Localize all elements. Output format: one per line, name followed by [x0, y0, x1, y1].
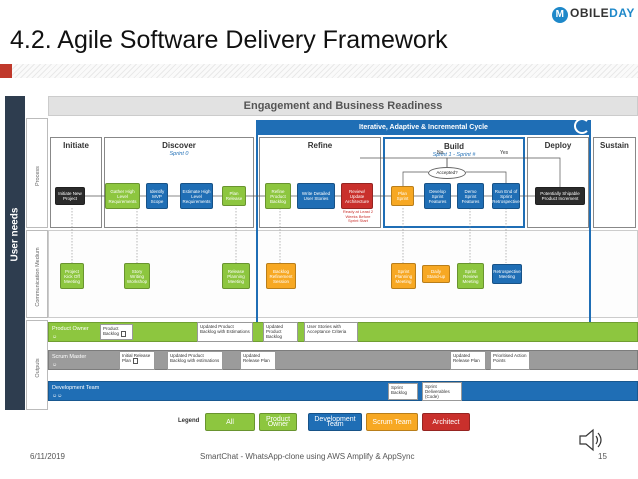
output-text: Sprint Backlog [391, 385, 408, 395]
user-needs-bar: User needs [5, 96, 25, 410]
output-text: Updated Release Plan [453, 353, 480, 363]
kickoff-meeting-box: Project Kick Off Meeting [60, 263, 84, 289]
plan-release-box: Plan Release [222, 186, 246, 206]
output-text: Prioritised Action Points [493, 353, 527, 363]
phase-discover-title: Discover [162, 141, 196, 150]
output-text: Updated Release Plan [243, 353, 270, 363]
write-user-stories-box: Write Detailed User Stories [297, 183, 335, 209]
backlog-refinement-box: Backlog Refinement Session [266, 263, 296, 289]
demo-features-box: Demo Sprint Features [457, 183, 484, 209]
person-icon: ☺ [52, 362, 58, 368]
lane-po-label: Product Owner [52, 326, 89, 332]
team-icon: ☺☺ [52, 393, 63, 399]
initiate-new-project-box: Initiate New Project [55, 187, 85, 205]
accepted-decision: Accepted? [428, 167, 466, 179]
output-updated-backlog: Updated Product Backlog [263, 322, 298, 342]
document-icon [121, 331, 127, 337]
run-retrospective-box: Run End of Sprint Retrospective [492, 183, 520, 209]
output-updated-backlog-est: Updated Product Backlog with Estimations [197, 322, 253, 342]
output-text: User Stories with Acceptance Criteria [307, 324, 347, 334]
phase-build-sub: Sprint 1 - Sprint # [432, 152, 476, 158]
comm-side-label: Communication Medium [26, 230, 48, 318]
process-label: Process [35, 166, 41, 186]
phase-refine-title: Refine [307, 141, 333, 150]
legend-architect: Architect [422, 413, 470, 431]
phase-sustain-title: Sustain [600, 141, 629, 150]
comm-label: Communication Medium [35, 247, 41, 307]
title-divider [0, 64, 638, 78]
output-updated-release-2: Updated Release Plan [450, 351, 486, 370]
review-architecture-box: Review/ Update Architecture [341, 183, 373, 209]
plan-sprint-box: Plan Sprint [391, 186, 414, 206]
logo-badge: M [552, 7, 568, 23]
iterative-cycle-title: Iterative, Adaptive & Incremental Cycle [257, 121, 590, 135]
retrospective-meeting-box: Retrospective Meeting [492, 264, 522, 284]
output-initial-release: Initial Release Plan [119, 351, 155, 370]
output-text: Updated Product Backlog with estimations [170, 353, 220, 363]
sprint-review-box: Sprint Review Meeting [457, 263, 484, 289]
process-side-label: Process [26, 118, 48, 228]
decision-yes-label: Yes [500, 150, 509, 156]
output-prioritised-actions: Prioritised Action Points [490, 351, 530, 370]
refine-backlog-box: Refine Product Backlog [265, 183, 291, 209]
footer-text: SmartChat - WhatsApp-clone using AWS Amp… [200, 452, 415, 461]
phase-initiate: Initiate [50, 137, 102, 228]
phase-deploy-title: Deploy [544, 141, 572, 150]
speaker-icon[interactable] [577, 425, 607, 455]
legend-scrum-team: Scrum Team [366, 413, 418, 431]
output-sprint-backlog: Sprint Backlog [388, 383, 418, 400]
phase-discover-sub: Sprint 0 [169, 151, 189, 157]
phase-build-title: Build [444, 142, 464, 151]
slide-title: 4.2. Agile Software Delivery Framework [10, 26, 448, 54]
document-icon [133, 358, 139, 364]
output-text: Initial Release Plan [122, 353, 151, 364]
legend-development-team: Development Team [308, 413, 362, 431]
output-sprint-deliverables: Sprint Deliverables (Code) [422, 382, 462, 401]
legend-all: All [205, 413, 255, 431]
lane-development-team: Development Team ☺☺ [48, 381, 638, 401]
release-planning-box: Release Planning Meeting [222, 263, 250, 289]
sprint-planning-box: Sprint Planning Meeting [391, 263, 416, 289]
title-accent [0, 64, 12, 78]
engagement-banner: Engagement and Business Readiness [48, 96, 638, 116]
lane-sm-label: Scrum Master [52, 354, 87, 360]
shippable-increment-box: Potentially Shipable Product Increment [535, 187, 585, 205]
phase-sustain: Sustain [593, 137, 636, 228]
output-text: Sprint Deliverables (Code) [425, 384, 450, 399]
page-number: 15 [598, 452, 607, 461]
output-text: Updated Product Backlog [266, 324, 284, 339]
decision-no-label: No [437, 150, 444, 156]
daily-standup-box: Daily Stand-up [422, 265, 450, 283]
ready-note: Ready at Least 2 Weeks Before Sprint Sta… [342, 209, 374, 223]
output-text: Product Backlog [103, 326, 120, 337]
phase-deploy: Deploy [527, 137, 589, 228]
output-text: Updated Product Backlog with Estimations [200, 324, 250, 334]
develop-features-box: Develop Sprint Features [424, 183, 451, 209]
output-updated-backlog-est2: Updated Product Backlog with estimations [167, 351, 223, 370]
logo-text-1: OBILE [570, 6, 610, 20]
outputs-side-label: Outputs [26, 320, 48, 410]
identify-mvp-box: Identify MVP Scope [146, 183, 168, 209]
story-writing-box: Story Writing Workshop [124, 263, 150, 289]
gather-requirements-box: Gather High Level Requirements [105, 183, 140, 209]
phase-discover: Discover Sprint 0 [104, 137, 254, 228]
outputs-label: Outputs [35, 358, 41, 378]
lane-dev-label: Development Team [52, 385, 100, 391]
legend-product-owner: Product Owner [259, 413, 297, 431]
output-updated-release: Updated Release Plan [240, 351, 276, 370]
logo-text-2: DAY [609, 6, 635, 20]
user-needs-label: User needs [9, 207, 21, 262]
phase-initiate-title: Initiate [63, 141, 89, 150]
cycle-arrow-icon [574, 118, 590, 134]
person-icon: ☺ [52, 334, 58, 340]
estimate-requirements-box: Estimate High Level Requirements [180, 183, 213, 209]
footer-date: 6/11/2019 [30, 452, 65, 461]
output-product-backlog: Product Backlog [100, 324, 133, 340]
output-user-stories: User Stories with Acceptance Criteria [304, 322, 358, 342]
phase-refine: Refine [259, 137, 381, 228]
legend-label: Legend [178, 418, 200, 424]
